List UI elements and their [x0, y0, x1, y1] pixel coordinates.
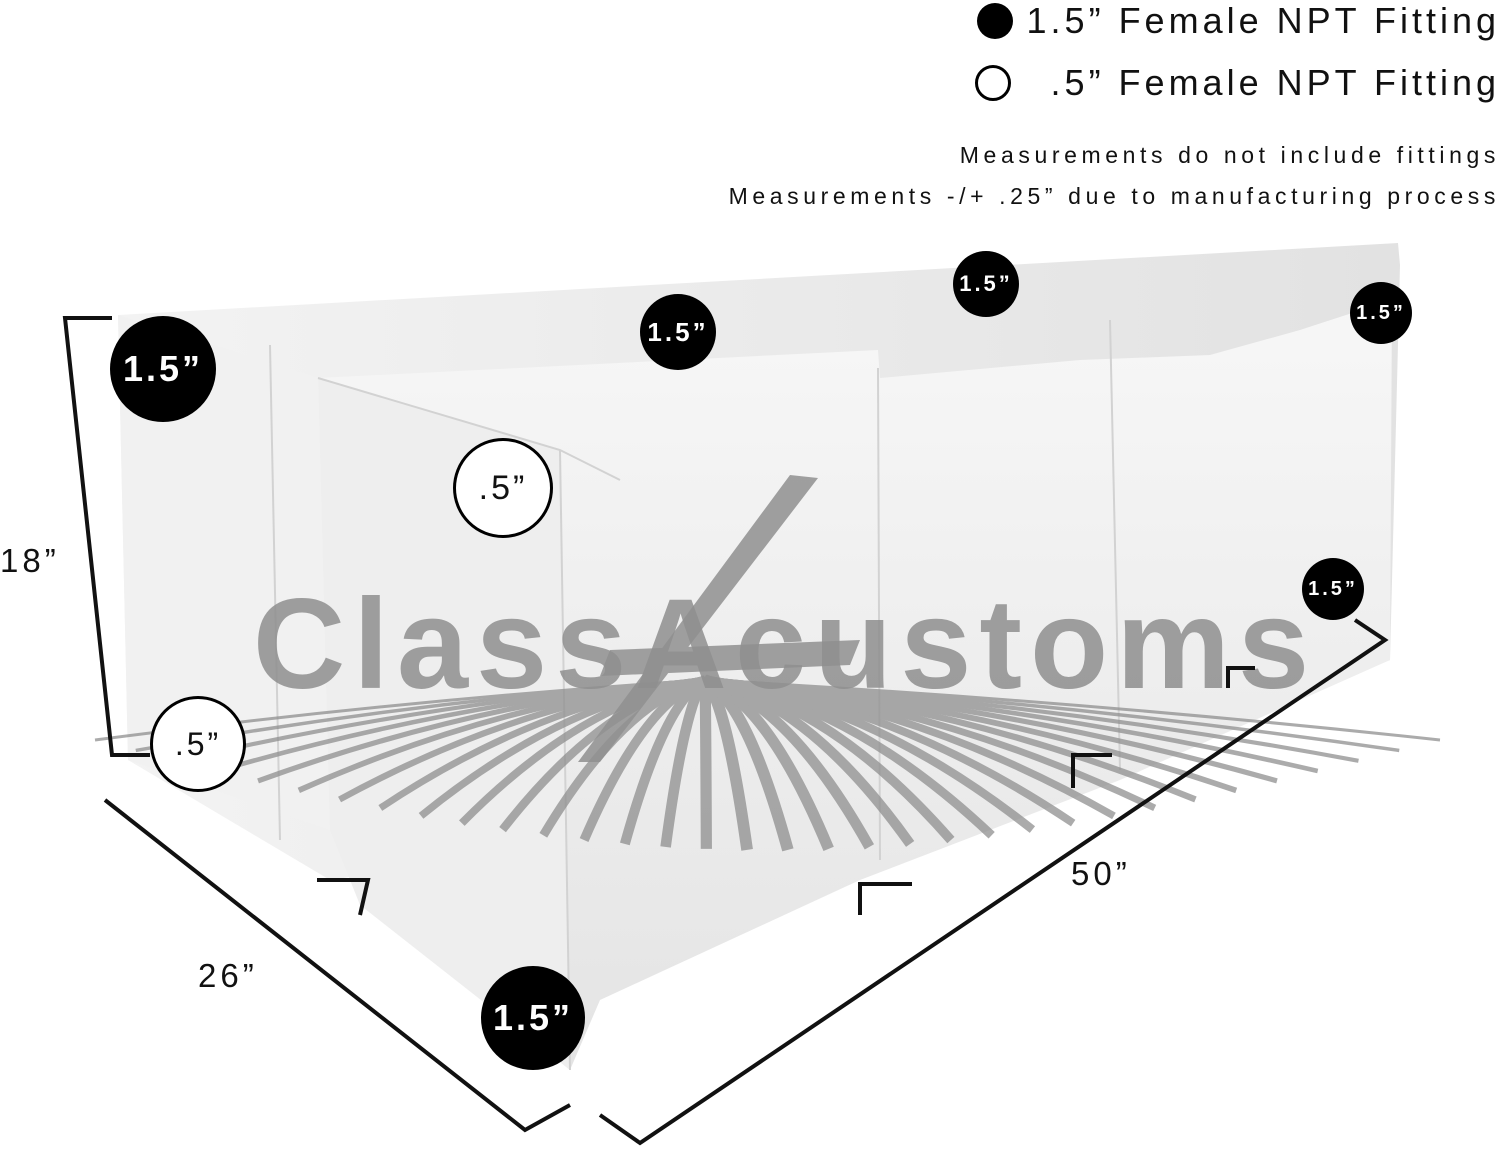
measurement-note-tolerance: Measurements -/+ .25” due to manufacturi…: [728, 183, 1500, 209]
fitting-badge: 1.5”: [1302, 558, 1364, 620]
legend-label-small: .5” Female NPT Fitting: [1050, 62, 1500, 103]
fitting-badge: 1.5”: [640, 294, 716, 370]
legend-item-large-fitting: 1.5” Female NPT Fitting: [976, 0, 1500, 42]
length-tick-1: [858, 882, 912, 915]
legend-label-large: 1.5” Female NPT Fitting: [1026, 0, 1500, 41]
tank-front-section: [318, 300, 1392, 1070]
fitting-badge: 1.5”: [1350, 282, 1412, 344]
length-tick-2: [1071, 753, 1112, 788]
measurement-note-fittings: Measurements do not include fittings: [959, 142, 1500, 168]
height-dimension-line: [62, 316, 150, 757]
width-dimension-line: [103, 798, 571, 1133]
hollow-circle-icon: [974, 65, 1011, 101]
fitting-badge: .5”: [453, 438, 553, 538]
fitting-badge: 1.5”: [953, 251, 1019, 317]
watermark-text: ClassAcustoms: [253, 573, 1317, 716]
length-dimension-label: 50”: [1071, 855, 1131, 892]
height-dimension-label: 18”: [0, 542, 60, 579]
filled-circle-icon: [976, 3, 1013, 39]
fitting-badge: 1.5”: [481, 966, 585, 1070]
watermark-ray: [704, 678, 1441, 742]
width-dimension-label: 26”: [198, 957, 258, 994]
legend-item-small-fitting: .5” Female NPT Fitting: [974, 62, 1500, 104]
watermark-letter-a: [578, 475, 860, 762]
fitting-badge: .5”: [150, 696, 246, 792]
length-dimension-line: [598, 618, 1389, 1146]
width-tick-left: [317, 878, 371, 916]
fitting-badge: 1.5”: [110, 316, 216, 422]
length-tick-3: [1226, 666, 1255, 688]
